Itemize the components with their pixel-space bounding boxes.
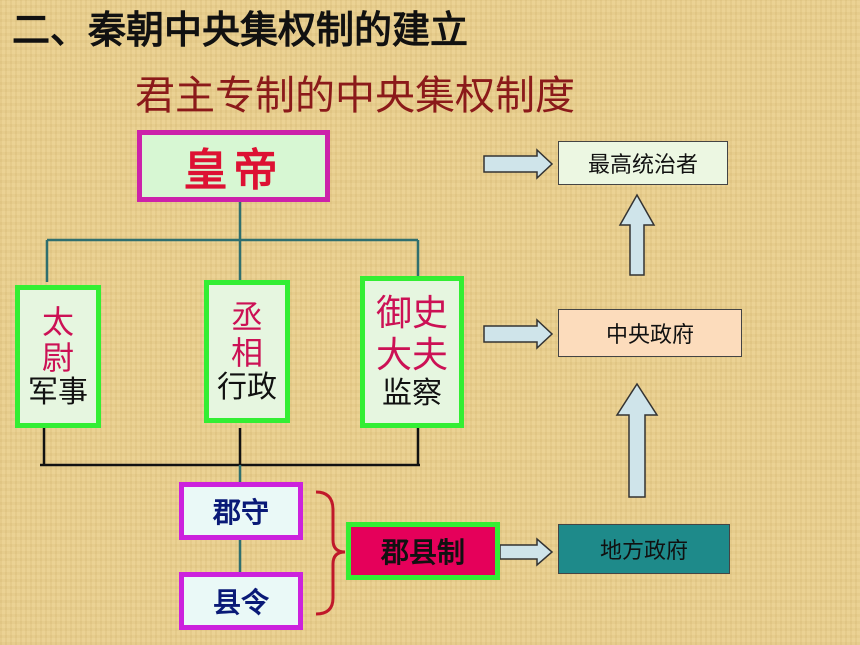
top-ruler-label: 最高统治者: [587, 153, 698, 178]
minister-name-line1: 御史: [375, 293, 448, 334]
page-title: 二、秦朝中央集权制的建立: [12, 8, 469, 52]
prefecture-system-box: 郡县制: [346, 522, 500, 580]
central-government-label: 中央政府: [605, 323, 694, 348]
emperor-label: 皇帝: [183, 145, 284, 196]
commandery-label: 郡守: [212, 496, 269, 529]
emperor-box: 皇帝: [137, 130, 330, 202]
arrow-right-icon-3: [499, 537, 554, 567]
minister-taiwei: 太 尉 军事: [15, 285, 101, 428]
arrow-up-icon-2: [615, 382, 659, 498]
minister-name-line2: 相: [230, 333, 263, 372]
minister-chengxiang: 丞 相 行政: [204, 280, 290, 423]
minister-name-line2: 大夫: [375, 335, 448, 376]
arrow-right-icon-2: [483, 318, 554, 350]
minister-yushidafu: 御史 大夫 监察: [360, 276, 464, 428]
minister-name-line2: 尉: [41, 338, 74, 377]
local-government-label: 地方政府: [599, 539, 688, 564]
minister-role: 行政: [217, 369, 277, 405]
minister-role: 军事: [28, 374, 88, 410]
minister-role: 监察: [382, 376, 442, 411]
commandery-box: 郡守: [179, 482, 303, 540]
county-label: 县令: [212, 586, 269, 619]
local-government-box: 地方政府: [558, 524, 730, 574]
arrow-right-icon-1: [483, 148, 554, 180]
arrow-up-icon-1: [618, 193, 656, 276]
page-subtitle: 君主专制的中央集权制度: [135, 73, 575, 119]
central-government-box: 中央政府: [558, 309, 742, 357]
top-ruler-box: 最高统治者: [558, 141, 728, 185]
minister-name-line1: 丞: [230, 297, 263, 336]
county-box: 县令: [179, 572, 303, 630]
prefecture-system-label: 郡县制: [380, 536, 465, 569]
minister-name-line1: 太: [41, 302, 74, 341]
